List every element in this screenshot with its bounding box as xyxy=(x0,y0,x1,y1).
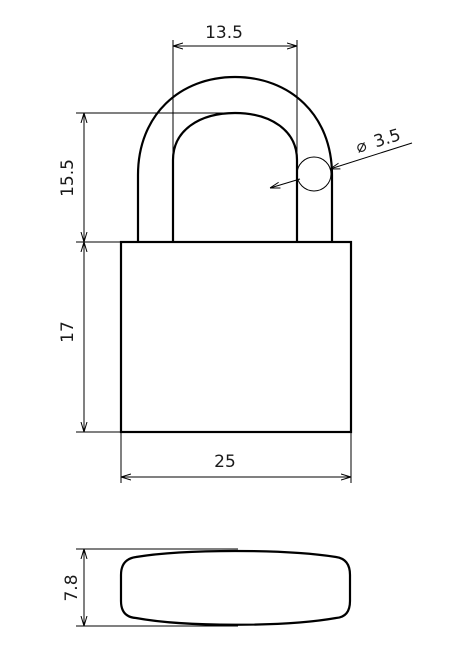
shackle-diameter-label: ⌀ 3.5 xyxy=(354,125,404,157)
dimension-shackle-inner-width: 13.5 xyxy=(172,23,298,242)
shackle-inner-arc xyxy=(171,111,299,242)
dimension-body-width: 25 xyxy=(120,432,352,483)
shackle xyxy=(136,75,334,242)
diameter-value: 3.5 xyxy=(371,125,403,152)
diameter-symbol: ⌀ xyxy=(354,136,370,158)
shackle-inner-width-label: 13.5 xyxy=(205,23,243,43)
dimension-body-height: 17 xyxy=(58,242,121,433)
padlock-bottom-view xyxy=(119,549,352,626)
body-width-label: 25 xyxy=(214,452,236,472)
diameter-callout-circle xyxy=(296,156,332,192)
dimension-shackle-diameter: ⌀ 3.5 xyxy=(270,125,413,192)
shackle-outer-arc xyxy=(136,75,334,242)
shackle-height-label: 15.5 xyxy=(58,159,78,197)
body-height-label: 17 xyxy=(58,321,78,343)
dimension-shackle-height: 15.5 xyxy=(58,112,245,243)
dimension-body-thickness: 7.8 xyxy=(62,548,238,627)
body-thickness-label: 7.8 xyxy=(62,574,82,601)
padlock-body xyxy=(119,240,353,434)
